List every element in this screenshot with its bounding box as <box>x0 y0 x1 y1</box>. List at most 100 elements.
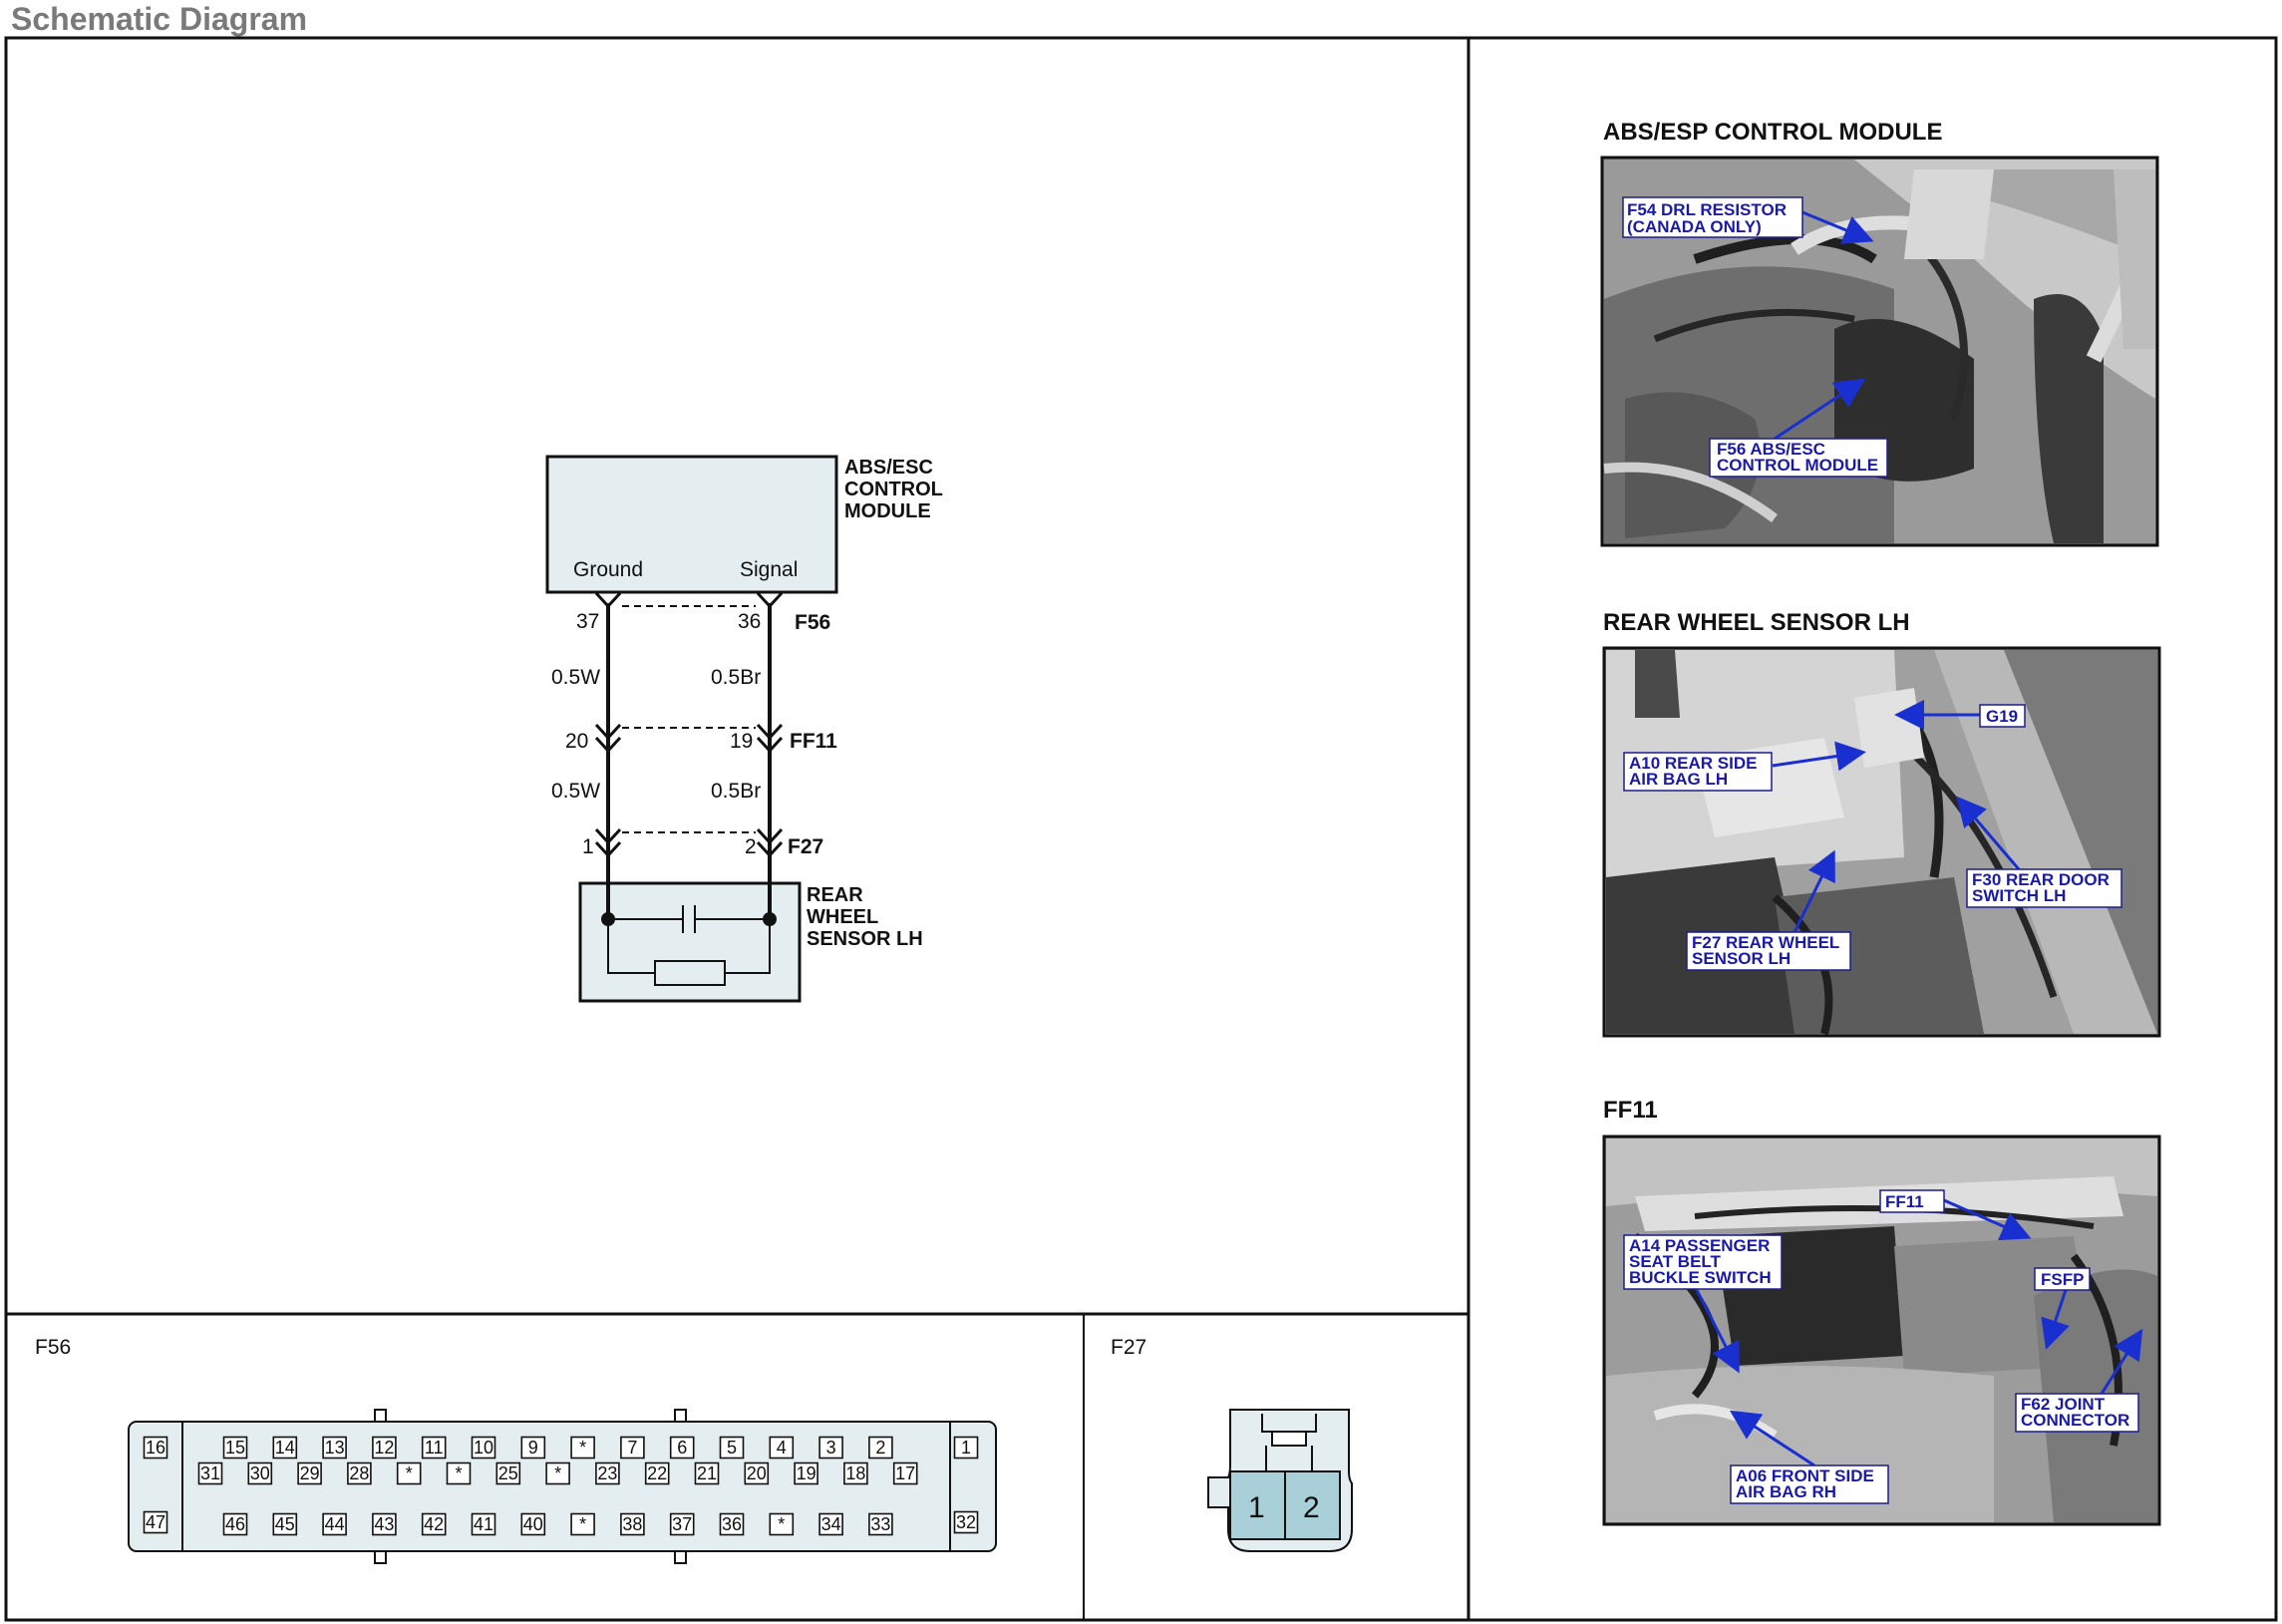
pin-left-2: 20 <box>565 730 588 753</box>
f56-pin-r1-0-box <box>222 1436 248 1460</box>
photo-1-callout-2-line-1: F56 ABS/ESC <box>1717 440 1825 459</box>
module-signal-label: Signal <box>740 558 798 581</box>
photo-2-callout-2-line-1: A10 REAR SIDE <box>1629 754 1757 773</box>
sensor-name-line-2: WHEEL <box>807 906 878 928</box>
f56-pin-r3-2: 44 <box>325 1514 345 1534</box>
f56-pin-r1-13: 2 <box>875 1438 885 1458</box>
f56-pin-r1-5: 10 <box>474 1438 493 1458</box>
f56-pin-r1-2: 13 <box>325 1438 345 1458</box>
f56-pin-r1-10: 5 <box>727 1438 737 1458</box>
f56-pin-r2-11-box <box>744 1462 770 1485</box>
photo-2-callout-2-line-2: AIR BAG LH <box>1629 770 1728 789</box>
f56-pin-r3-11: * <box>778 1514 785 1534</box>
f56-pin-r1-13-box <box>868 1436 893 1460</box>
photo-2-callout-4-line-1: F27 REAR WHEEL <box>1692 933 1839 952</box>
f56-pin-r2-10: 21 <box>697 1463 717 1483</box>
f56-pin-r1-8-box <box>620 1436 645 1460</box>
photo-3-callout-4-line-1: F62 JOINT <box>2021 1395 2106 1414</box>
module-ground-label: Ground <box>573 558 643 581</box>
f56-pin-r2-8: 23 <box>597 1463 617 1483</box>
wire-right-2: 0.5Br <box>711 780 761 803</box>
f56-pin-r1-9-box <box>669 1436 695 1460</box>
sensor-name-line-1: REAR <box>807 884 863 906</box>
f56-pin-r1-8: 7 <box>627 1438 637 1458</box>
connector-chevrons <box>594 591 784 858</box>
f27-pin-2: 2 <box>1303 1491 1320 1524</box>
photo-2-callout-1-line-1: G19 <box>1986 707 2018 726</box>
f56-pin-r1-5-box <box>471 1436 496 1460</box>
photo-2-callout-3-line-1: F30 REAR DOOR <box>1972 870 2110 889</box>
photo-3-callout-4-line-2: CONNECTOR <box>2021 1411 2129 1430</box>
rear-wheel-sensor-lh: REAR WHEEL SENSOR LH <box>578 877 923 1003</box>
f56-pin-r2-6-box <box>495 1462 521 1485</box>
f56-pin-r3-3: 43 <box>374 1514 394 1534</box>
f56-pin-r1-11: 4 <box>777 1438 787 1458</box>
f56-pin-r3-10: 36 <box>722 1514 742 1534</box>
photo-3-callout-5-line-1: A06 FRONT SIDE <box>1736 1466 1874 1485</box>
f56-pin-r3-6-box <box>520 1512 546 1536</box>
connector-label-f56: F56 <box>795 611 830 634</box>
f56-pin-r3-9-box <box>669 1512 695 1536</box>
connector-label-f27: F27 <box>788 835 823 858</box>
wiring: 37 36 F56 0.5W 0.5Br 20 19 FF11 0.5W 0.5… <box>551 591 837 877</box>
f56-pin-r2-2-box <box>297 1462 322 1485</box>
f56-pin-r2-4: * <box>406 1463 413 1483</box>
f56-pin-r3-5-box <box>471 1512 496 1536</box>
connector-label-ff11: FF11 <box>790 730 837 753</box>
module-name-line-1: ABS/ESC <box>844 457 933 479</box>
f56-pin-r3-1-box <box>272 1512 298 1536</box>
f56-pin-end-right-bottom: 32 <box>956 1512 976 1532</box>
f56-pin-r1-4: 11 <box>425 1438 444 1458</box>
photo-1: F54 DRL RESISTOR (CANADA ONLY) F56 ABS/E… <box>1600 156 2159 547</box>
f56-pin-r3-9: 37 <box>672 1514 692 1534</box>
f56-pin-r1-1: 14 <box>275 1438 295 1458</box>
f56-pin-end-right-top: 1 <box>961 1438 971 1458</box>
f56-pin-r1-10-box <box>719 1436 745 1460</box>
f56-pin-end-left-top-box <box>143 1436 168 1460</box>
f56-pin-r2-14-box <box>892 1462 918 1485</box>
f56-pin-r3-4: 42 <box>424 1514 444 1534</box>
f56-pin-r3-7-box <box>570 1512 595 1536</box>
photo-2: G19 A10 REAR SIDE AIR BAG LH F30 REAR DO… <box>1602 646 2161 1038</box>
pin-right-1: 36 <box>738 610 761 633</box>
f56-pin-r2-13-box <box>843 1462 868 1485</box>
f56-pin-r3-13-box <box>868 1512 893 1536</box>
f56-pin-r1-3-box <box>372 1436 397 1460</box>
f56-pin-r2-8-box <box>595 1462 620 1485</box>
photo-2-callout-4-line-2: SENSOR LH <box>1692 949 1791 968</box>
photo-3-callout-2-line-1: A14 PASSENGER <box>1629 1236 1770 1255</box>
page-title: Schematic Diagram <box>11 1 308 37</box>
f56-pin-r1-3: 12 <box>374 1438 394 1458</box>
wire-left-1: 0.5W <box>551 666 600 689</box>
f56-pin-r3-7: * <box>579 1514 586 1534</box>
f56-pin-r2-5: * <box>455 1463 462 1483</box>
f56-pin-r2-12: 19 <box>797 1463 816 1483</box>
wire-left-2: 0.5W <box>551 780 600 803</box>
f56-pin-r3-0: 46 <box>225 1514 245 1534</box>
f56-pin-end-right-top-box <box>953 1436 979 1460</box>
photo-3-callout-2-line-2: SEAT BELT <box>1629 1252 1722 1271</box>
f56-pin-r2-1: 30 <box>250 1463 270 1483</box>
f56-pin-r3-10-box <box>719 1512 745 1536</box>
connector-f56-label: F56 <box>35 1336 71 1359</box>
connector-f27-face: F27 1 2 <box>1111 1336 1353 1552</box>
f56-pin-r3-11-box <box>769 1512 795 1536</box>
f56-pin-r1-6-box <box>520 1436 546 1460</box>
f56-pin-end-right-bottom-box <box>953 1510 979 1534</box>
f56-pin-r3-13: 33 <box>870 1514 890 1534</box>
f56-pin-r1-4-box <box>421 1436 447 1460</box>
photo-3-title: FF11 <box>1603 1097 1658 1124</box>
f56-pin-end-left-top: 16 <box>146 1438 165 1458</box>
f56-pin-end-left-bottom: 47 <box>146 1512 165 1532</box>
f56-pin-r2-5-box <box>446 1462 472 1485</box>
abs-esc-control-module: Ground Signal ABS/ESC CONTROL MODULE <box>545 455 943 594</box>
f56-pin-r2-13: 18 <box>845 1463 865 1483</box>
f56-pin-r2-14: 17 <box>895 1463 915 1483</box>
f56-pin-r2-9: 22 <box>647 1463 667 1483</box>
f56-pin-r2-4-box <box>396 1462 422 1485</box>
photo-2-callout-3-line-2: SWITCH LH <box>1972 886 2066 905</box>
f56-pin-r3-3-box <box>372 1512 397 1536</box>
f56-pin-r2-1-box <box>247 1462 273 1485</box>
f56-pin-r1-9: 6 <box>677 1438 687 1458</box>
f56-pin-r1-1-box <box>272 1436 298 1460</box>
